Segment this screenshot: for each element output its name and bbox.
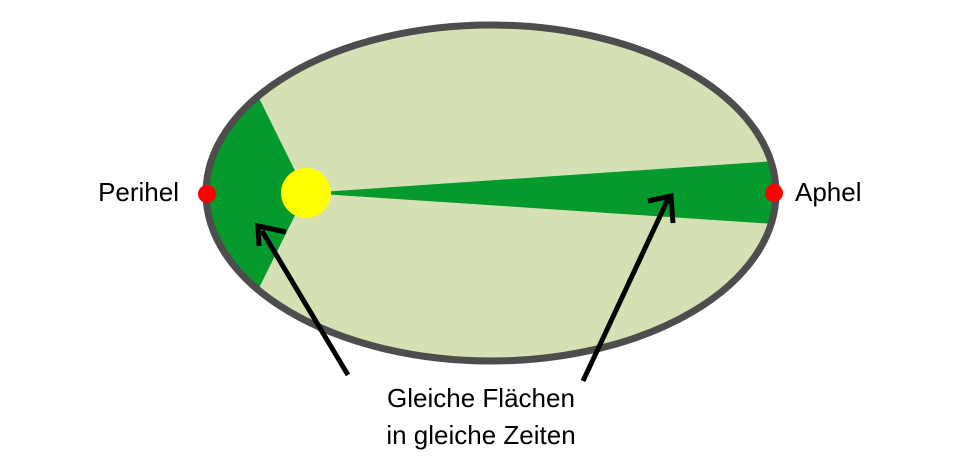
arrow-to-perihelion-area (255, 222, 351, 377)
arrow-to-aphelion-area (580, 192, 676, 383)
perihelion-label: Perihel (98, 177, 179, 207)
aphelion-label: Aphel (795, 177, 862, 207)
caption-line-1: Gleiche Flächen (387, 383, 575, 413)
caption-line-2: in gleiche Zeiten (386, 420, 575, 450)
perihelion-point (198, 185, 216, 203)
swept-area-aphelion (306, 160, 776, 225)
sun (281, 168, 331, 218)
aphelion-point (765, 184, 783, 202)
